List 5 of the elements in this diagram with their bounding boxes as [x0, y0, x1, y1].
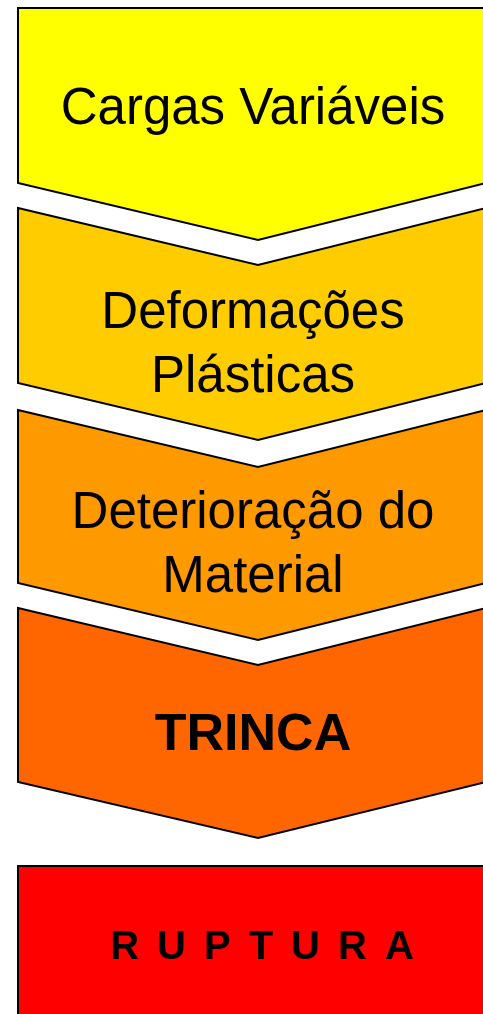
stage-label: Deformações Plásticas	[100, 281, 406, 405]
stage-label: TRINCA	[153, 701, 353, 763]
stage-label: Cargas Variáveis	[59, 77, 447, 138]
stage-label: Deterioração do Material	[70, 481, 436, 605]
stage-label: RUPTURA	[109, 922, 433, 969]
